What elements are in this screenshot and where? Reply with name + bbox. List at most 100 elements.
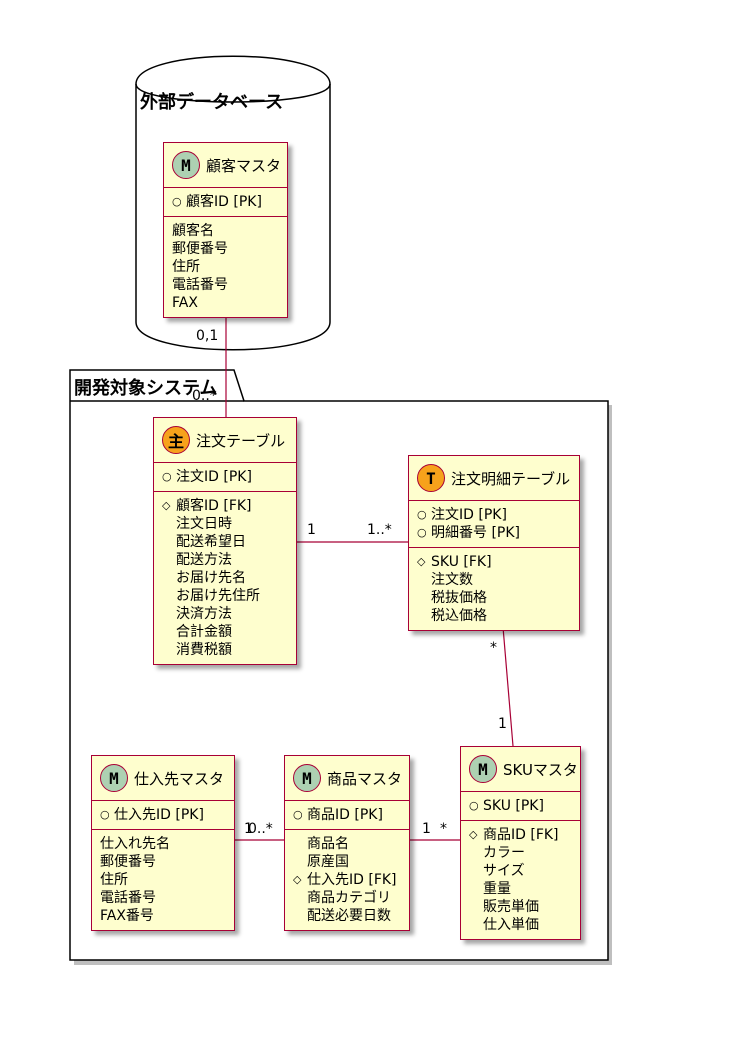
cardinality-label: 0,1 bbox=[196, 328, 219, 344]
cardinality-label: 1 bbox=[307, 522, 316, 538]
transaction-badge-icon: T bbox=[417, 464, 445, 492]
attribute-label: 住所 bbox=[100, 872, 128, 888]
primary-key-icon: ○ bbox=[172, 195, 182, 208]
attribute-label: 税込価格 bbox=[431, 608, 487, 624]
attribute-row: カラー bbox=[469, 844, 572, 862]
attribute-row: 税抜価格 bbox=[417, 589, 571, 607]
key-label: 注文ID [PK] bbox=[431, 507, 507, 523]
key-row: ○ 注文ID [PK] bbox=[417, 506, 571, 524]
package-title: 開発対象システム bbox=[74, 378, 218, 399]
foreign-key-icon: ◇ bbox=[162, 499, 171, 512]
relation-lines bbox=[225, 316, 514, 841]
attribute-row: ◇ SKU [FK] bbox=[417, 553, 571, 571]
attribute-label: 郵便番号 bbox=[100, 854, 156, 870]
attribute-row: 電話番号 bbox=[172, 276, 279, 294]
attribute-row: ◇仕入先ID [FK] bbox=[293, 871, 401, 889]
attribute-row: 住所 bbox=[172, 258, 279, 276]
entity-product-master[interactable]: M 商品マスタ ○商品ID [PK] 商品名 原産国 ◇仕入先ID [FK] 商… bbox=[284, 755, 410, 931]
master-badge-icon: M bbox=[469, 755, 497, 783]
cardinality-label: 1 bbox=[498, 716, 507, 732]
attribute-row: 電話番号 bbox=[100, 889, 226, 907]
attribute-row: 住所 bbox=[100, 871, 226, 889]
attribute-row: 原産国 bbox=[293, 853, 401, 871]
attribute-label: 仕入単価 bbox=[483, 917, 539, 933]
attribute-row: 郵便番号 bbox=[172, 240, 279, 258]
entity-sku-master[interactable]: M SKUマスタ ○SKU [PK] ◇商品ID [FK] カラー サイズ 重量… bbox=[460, 746, 581, 940]
attribute-label: 電話番号 bbox=[100, 890, 156, 906]
attribute-row: 商品カテゴリ bbox=[293, 889, 401, 907]
attribute-label: 住所 bbox=[172, 259, 200, 275]
attribute-row: 税込価格 bbox=[417, 607, 571, 625]
foreign-key-icon: ◇ bbox=[293, 873, 302, 886]
primary-key-icon: ○ bbox=[417, 508, 427, 521]
relation-line-detail-sku bbox=[502, 626, 514, 747]
attribute-row: 配送必要日数 bbox=[293, 907, 401, 925]
attribute-row: ◇顧客ID [FK] bbox=[162, 497, 288, 515]
key-row: ○ 注文ID [PK] bbox=[162, 468, 288, 486]
attribute-label: 注文数 bbox=[431, 572, 473, 588]
entity-order-table[interactable]: 主 注文テーブル ○ 注文ID [PK] ◇顧客ID [FK] 注文日時 配送希望… bbox=[153, 417, 297, 665]
attribute-row: 配送希望日 bbox=[162, 533, 288, 551]
attribute-row: 注文数 bbox=[417, 571, 571, 589]
master-badge-icon: M bbox=[100, 764, 128, 792]
key-label: 注文ID [PK] bbox=[176, 469, 252, 485]
attribute-label: 商品名 bbox=[307, 836, 349, 852]
attribute-label: 配送方法 bbox=[176, 552, 232, 568]
key-row: ○商品ID [PK] bbox=[293, 806, 401, 824]
primary-key-icon: ○ bbox=[469, 799, 479, 812]
entity-name: 商品マスタ bbox=[327, 769, 403, 788]
primary-key-icon: ○ bbox=[417, 526, 427, 539]
attribute-label: 販売単価 bbox=[483, 899, 539, 915]
entity-name: 仕入先マスタ bbox=[134, 769, 225, 788]
attribute-row: お届け先名 bbox=[162, 569, 288, 587]
attribute-label: 商品ID [FK] bbox=[483, 827, 559, 843]
key-row: ○ SKU [PK] bbox=[469, 797, 572, 815]
attribute-label: 重量 bbox=[483, 881, 511, 897]
attribute-label: 税抜価格 bbox=[431, 590, 487, 606]
foreign-key-icon: ◇ bbox=[417, 555, 426, 568]
entity-name: 注文テーブル bbox=[196, 431, 286, 450]
key-label: 明細番号 [PK] bbox=[431, 525, 520, 541]
master-badge-icon: M bbox=[172, 151, 200, 179]
attribute-row: 郵便番号 bbox=[100, 853, 226, 871]
key-row: ○ 明細番号 [PK] bbox=[417, 524, 571, 542]
attribute-row: 決済方法 bbox=[162, 605, 288, 623]
attribute-row: 商品名 bbox=[293, 835, 401, 853]
attribute-label: FAX bbox=[172, 295, 198, 311]
attribute-label: 注文日時 bbox=[176, 516, 232, 532]
attribute-label: カラー bbox=[483, 845, 525, 861]
attribute-row: 注文日時 bbox=[162, 515, 288, 533]
attribute-label: サイズ bbox=[483, 863, 525, 879]
attribute-row: 配送方法 bbox=[162, 551, 288, 569]
entity-name: 顧客マスタ bbox=[206, 156, 282, 175]
attribute-label: 電話番号 bbox=[172, 277, 228, 293]
attribute-row: ◇ 商品ID [FK] bbox=[469, 826, 572, 844]
entity-order-detail-table[interactable]: T 注文明細テーブル ○注文ID [PK] ○明細番号 [PK] ◇SKU [F… bbox=[408, 455, 580, 631]
key-row: ○仕入先ID [PK] bbox=[100, 806, 226, 824]
foreign-key-icon: ◇ bbox=[469, 828, 478, 841]
attribute-label: SKU [FK] bbox=[431, 554, 492, 570]
attribute-label: 顧客名 bbox=[172, 223, 214, 239]
attribute-row: 仕入単価 bbox=[469, 916, 572, 934]
cardinality-label: 0..* bbox=[192, 388, 217, 404]
database-title: 外部データベース bbox=[140, 92, 284, 113]
attribute-row: FAX番号 bbox=[100, 907, 226, 925]
attribute-label: 郵便番号 bbox=[172, 241, 228, 257]
primary-key-icon: ○ bbox=[162, 470, 172, 483]
entity-supplier-master[interactable]: M 仕入先マスタ ○仕入先ID [PK] 仕入れ先名 郵便番号 住所 電話番号 … bbox=[91, 755, 235, 931]
entity-customer-master[interactable]: M 顧客マスタ ○顧客ID [PK] 顧客名 郵便番号 住所 電話番号 FAX bbox=[163, 142, 288, 318]
attribute-label: お届け先名 bbox=[176, 570, 246, 586]
main-table-badge-icon: 主 bbox=[162, 426, 190, 454]
master-badge-icon: M bbox=[293, 764, 321, 792]
cardinality-label: 1 bbox=[244, 821, 253, 837]
cardinality-label: 1 bbox=[422, 821, 431, 837]
attribute-row: 販売単価 bbox=[469, 898, 572, 916]
primary-key-icon: ○ bbox=[293, 808, 303, 821]
cardinality-label: * bbox=[440, 821, 447, 837]
key-label: SKU [PK] bbox=[483, 798, 544, 814]
attribute-row: 仕入れ先名 bbox=[100, 835, 226, 853]
key-row: ○顧客ID [PK] bbox=[172, 193, 279, 211]
attribute-label: 原産国 bbox=[307, 854, 349, 870]
attribute-label: 配送必要日数 bbox=[307, 908, 391, 924]
attribute-label: 消費税額 bbox=[176, 642, 232, 658]
